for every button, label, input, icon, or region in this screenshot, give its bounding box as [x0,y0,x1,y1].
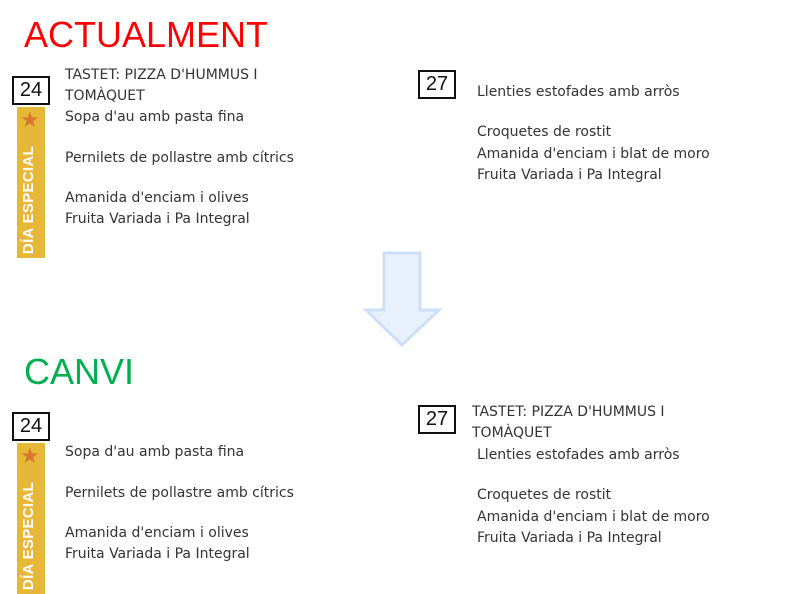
special-day-banner: ★ DÍA ESPECIAL [17,107,45,258]
menu-item: Pernilets de pollastre amb cítrics [65,485,294,501]
menu-item: Sopa d'au amb pasta fina [65,109,245,125]
star-icon: ★ [20,107,40,132]
menu-item: TASTET: PIZZA D'HUMMUS I [65,67,258,83]
menu-item: Llenties estofades amb arròs [477,447,680,463]
menu-item: Sopa d'au amb pasta fina [65,444,245,460]
special-day-label: DÍA ESPECIAL [20,481,37,590]
menu-item: Amanida d'enciam i olives [65,525,249,541]
day-badge: 24 [12,412,50,441]
day-badge: 27 [418,70,456,99]
menu-item: Croquetes de rostit [477,124,612,140]
menu-item: Fruita Variada i Pa Integral [65,546,250,562]
menu-item: Amanida d'enciam i olives [65,190,249,206]
heading-actualment: ACTUALMENT [24,14,269,55]
menu-item: Fruita Variada i Pa Integral [477,530,662,546]
arrow-down-icon [362,251,443,348]
menu-item: TOMÀQUET [65,88,145,104]
heading-canvi: CANVI [24,351,135,392]
special-day-label: DÍA ESPECIAL [20,145,37,254]
day-badge: 27 [418,405,456,434]
menu-item: Amanida d'enciam i blat de moro [477,146,710,162]
menu-item: Llenties estofades amb arròs [477,84,680,100]
star-icon: ★ [20,443,40,468]
menu-item: Amanida d'enciam i blat de moro [477,509,710,525]
menu-item: Croquetes de rostit [477,487,612,503]
menu-item: TASTET: PIZZA D'HUMMUS I [472,404,665,420]
menu-item: TOMÀQUET [472,425,552,441]
special-day-banner: ★ DÍA ESPECIAL [17,443,45,594]
menu-item: Fruita Variada i Pa Integral [477,167,662,183]
menu-item: Pernilets de pollastre amb cítrics [65,150,294,166]
menu-item: Fruita Variada i Pa Integral [65,211,250,227]
day-badge: 24 [12,76,50,105]
